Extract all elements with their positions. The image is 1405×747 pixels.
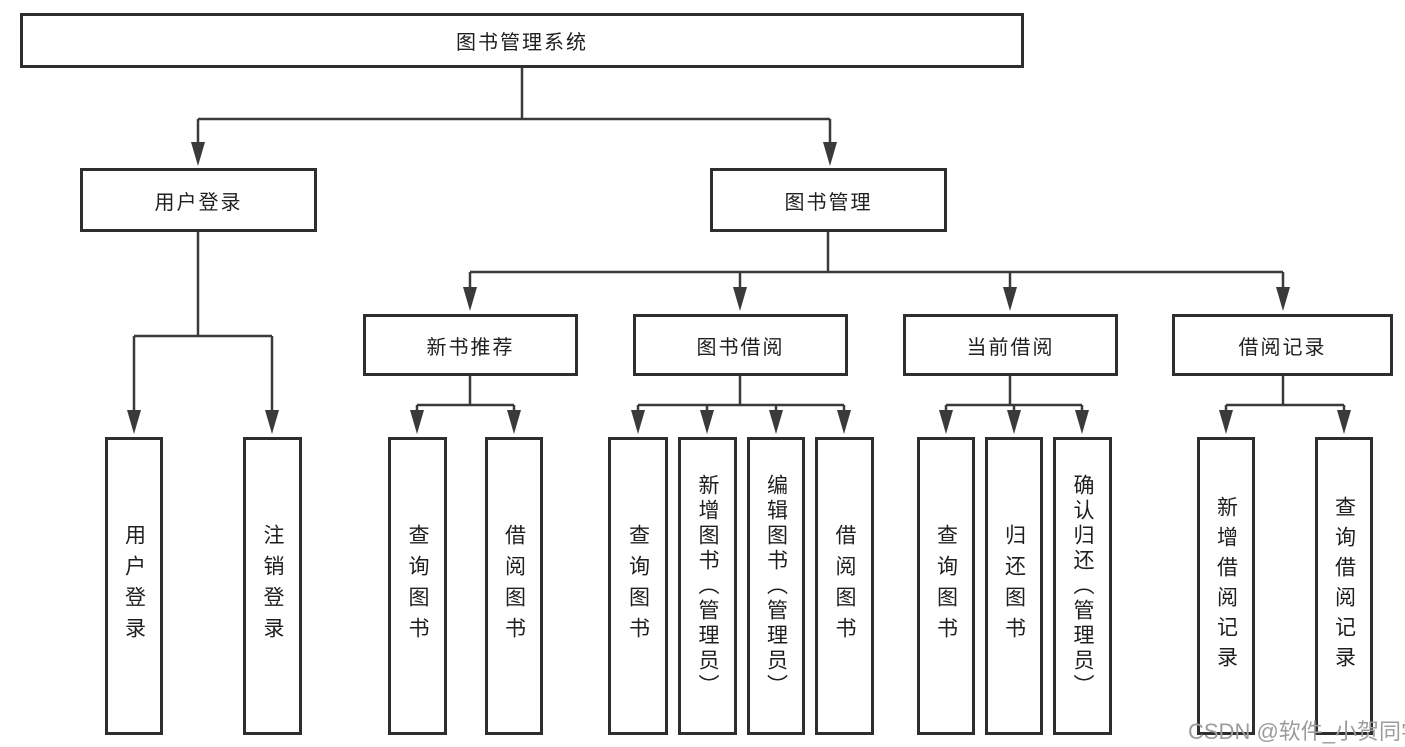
leaf-query-borrow-record-label: 查询借阅记录	[1332, 496, 1356, 676]
leaf-query-book-2: 查询图书	[608, 437, 668, 735]
leaf-borrow-book-2-label: 借阅图书	[833, 524, 856, 648]
leaf-query-borrow-record: 查询借阅记录	[1315, 437, 1373, 735]
leaf-add-borrow-record: 新增借阅记录	[1197, 437, 1255, 735]
node-book-management-label: 图书管理	[784, 191, 873, 214]
node-book-borrow: 图书借阅	[633, 314, 848, 376]
node-current-borrow: 当前借阅	[903, 314, 1118, 376]
node-new-book-recommend-label: 新书推荐	[426, 336, 515, 359]
csdn-watermark: CSDN @软件_小贺同学	[1188, 719, 1405, 744]
node-borrow-record: 借阅记录	[1172, 314, 1393, 376]
node-book-borrow-label: 图书借阅	[696, 336, 785, 359]
node-borrow-record-label: 借阅记录	[1238, 336, 1327, 359]
leaf-return-book: 归还图书	[985, 437, 1043, 735]
node-user-login: 用户登录	[80, 168, 317, 232]
node-root: 图书管理系统	[20, 13, 1024, 68]
leaf-add-borrow-record-label: 新增借阅记录	[1214, 496, 1238, 676]
leaf-logout-label: 注销登录	[261, 524, 284, 648]
leaf-user-login-label: 用户登录	[122, 524, 146, 648]
leaf-user-login: 用户登录	[105, 437, 163, 735]
node-book-management: 图书管理	[710, 168, 947, 232]
node-current-borrow-label: 当前借阅	[966, 336, 1055, 359]
leaf-add-book-admin-label: 新增图书（管理员）	[696, 473, 719, 699]
leaf-query-book-1: 查询图书	[388, 437, 447, 735]
leaf-query-book-3: 查询图书	[917, 437, 975, 735]
leaf-query-book-1-label: 查询图书	[406, 524, 429, 648]
leaf-borrow-book-1-label: 借阅图书	[502, 524, 526, 648]
leaf-logout: 注销登录	[243, 437, 302, 735]
leaf-confirm-return-admin-label: 确认归还（管理员）	[1071, 473, 1094, 699]
leaf-borrow-book-2: 借阅图书	[815, 437, 874, 735]
leaf-confirm-return-admin: 确认归还（管理员）	[1053, 437, 1112, 735]
leaf-return-book-label: 归还图书	[1002, 524, 1026, 648]
node-root-label: 图书管理系统	[456, 32, 588, 54]
leaf-borrow-book-1: 借阅图书	[485, 437, 543, 735]
node-new-book-recommend: 新书推荐	[363, 314, 578, 376]
node-user-login-label: 用户登录	[154, 191, 243, 214]
leaf-query-book-2-label: 查询图书	[626, 524, 650, 648]
leaf-edit-book-admin: 编辑图书（管理员）	[747, 437, 805, 735]
leaf-add-book-admin: 新增图书（管理员）	[678, 437, 737, 735]
leaf-query-book-3-label: 查询图书	[934, 524, 958, 648]
leaf-edit-book-admin-label: 编辑图书（管理员）	[764, 473, 788, 699]
